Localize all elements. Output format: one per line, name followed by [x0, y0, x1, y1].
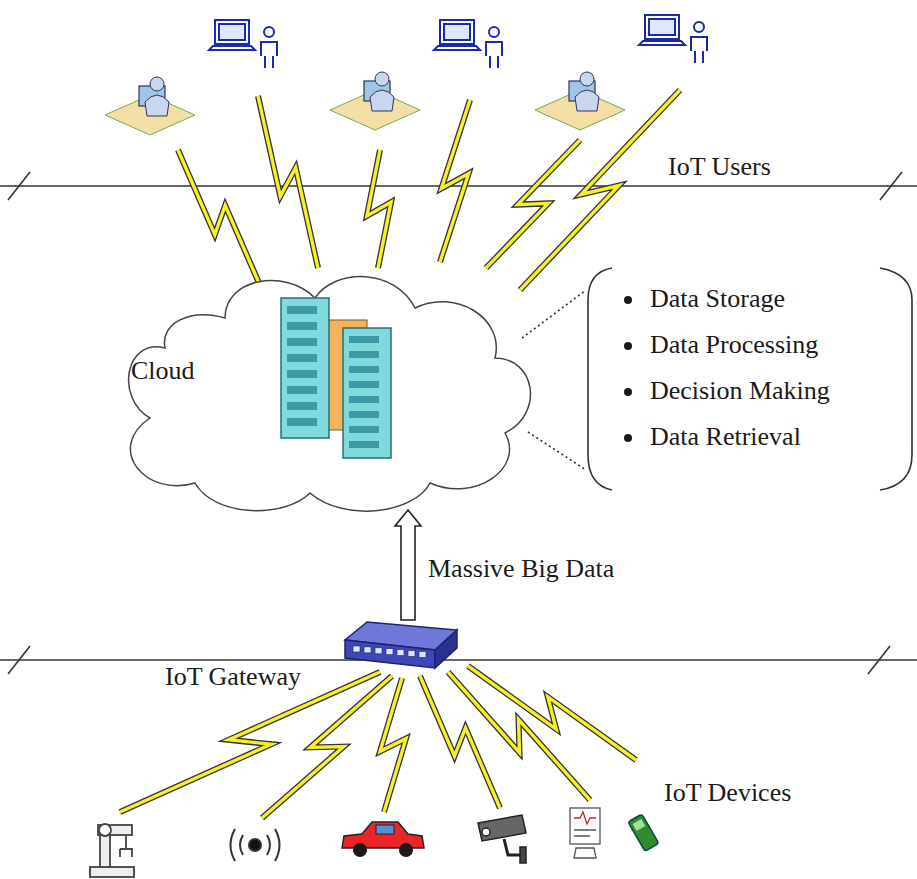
- bolt: [468, 666, 636, 760]
- tier-lines: [0, 172, 917, 674]
- user-laptop: [639, 15, 707, 63]
- service-item: Decision Making: [650, 376, 830, 406]
- bolt-outline: [120, 672, 380, 812]
- cloud-outline: [129, 277, 531, 511]
- bolt: [178, 150, 262, 290]
- data-flow-arrow: [395, 510, 421, 620]
- bullets: [624, 296, 632, 442]
- server-icon: [281, 298, 391, 458]
- bolt: [258, 96, 318, 268]
- bolt-outline: [262, 676, 392, 818]
- user-laptop: [209, 20, 277, 68]
- wireless-links: [120, 90, 680, 818]
- bolt: [380, 678, 406, 812]
- smart-tag: [628, 814, 659, 851]
- bolt-outline: [380, 678, 406, 812]
- camera: [478, 815, 526, 863]
- bolt: [262, 676, 392, 818]
- car: [342, 822, 424, 857]
- bolt-outline: [448, 672, 590, 800]
- tier-label: IoT Users: [668, 152, 771, 182]
- bolt-outline: [420, 676, 500, 808]
- tier-label: IoT Devices: [664, 778, 791, 808]
- sensor: [231, 829, 280, 861]
- cloud-label: Cloud: [131, 356, 195, 386]
- gateway-icon: [345, 622, 457, 668]
- bolt: [440, 100, 470, 262]
- service-item: Data Processing: [650, 330, 818, 360]
- bolt: [420, 676, 500, 808]
- gateway-label: IoT Gateway: [165, 662, 301, 692]
- health-monitor: [570, 808, 600, 858]
- bolt-outline: [367, 150, 391, 268]
- bolt-outline: [468, 666, 636, 760]
- bolt: [367, 150, 391, 268]
- cloud-node: Cloud: [95, 228, 550, 512]
- bolt-outline: [178, 150, 262, 290]
- bolt: [448, 672, 590, 800]
- list-bracket: [522, 268, 912, 490]
- user-desk: [105, 77, 195, 135]
- robot-arm: [90, 824, 134, 877]
- bolt-outline: [520, 90, 680, 290]
- user-desk: [330, 72, 420, 130]
- hollow-arrow: [395, 510, 421, 620]
- bolt: [486, 140, 580, 268]
- bolt-outline: [440, 100, 470, 262]
- service-item: Data Retrieval: [650, 422, 801, 452]
- user-desk: [535, 72, 625, 130]
- gateway-node: IoT Gateway: [150, 618, 470, 700]
- bolt: [120, 672, 380, 812]
- edge-label: Massive Big Data: [425, 554, 617, 584]
- bolt-outline: [486, 140, 580, 268]
- service-item: Data Storage: [650, 284, 785, 314]
- bolt-outline: [258, 96, 318, 268]
- bolt: [520, 90, 680, 290]
- user-laptop: [434, 20, 502, 68]
